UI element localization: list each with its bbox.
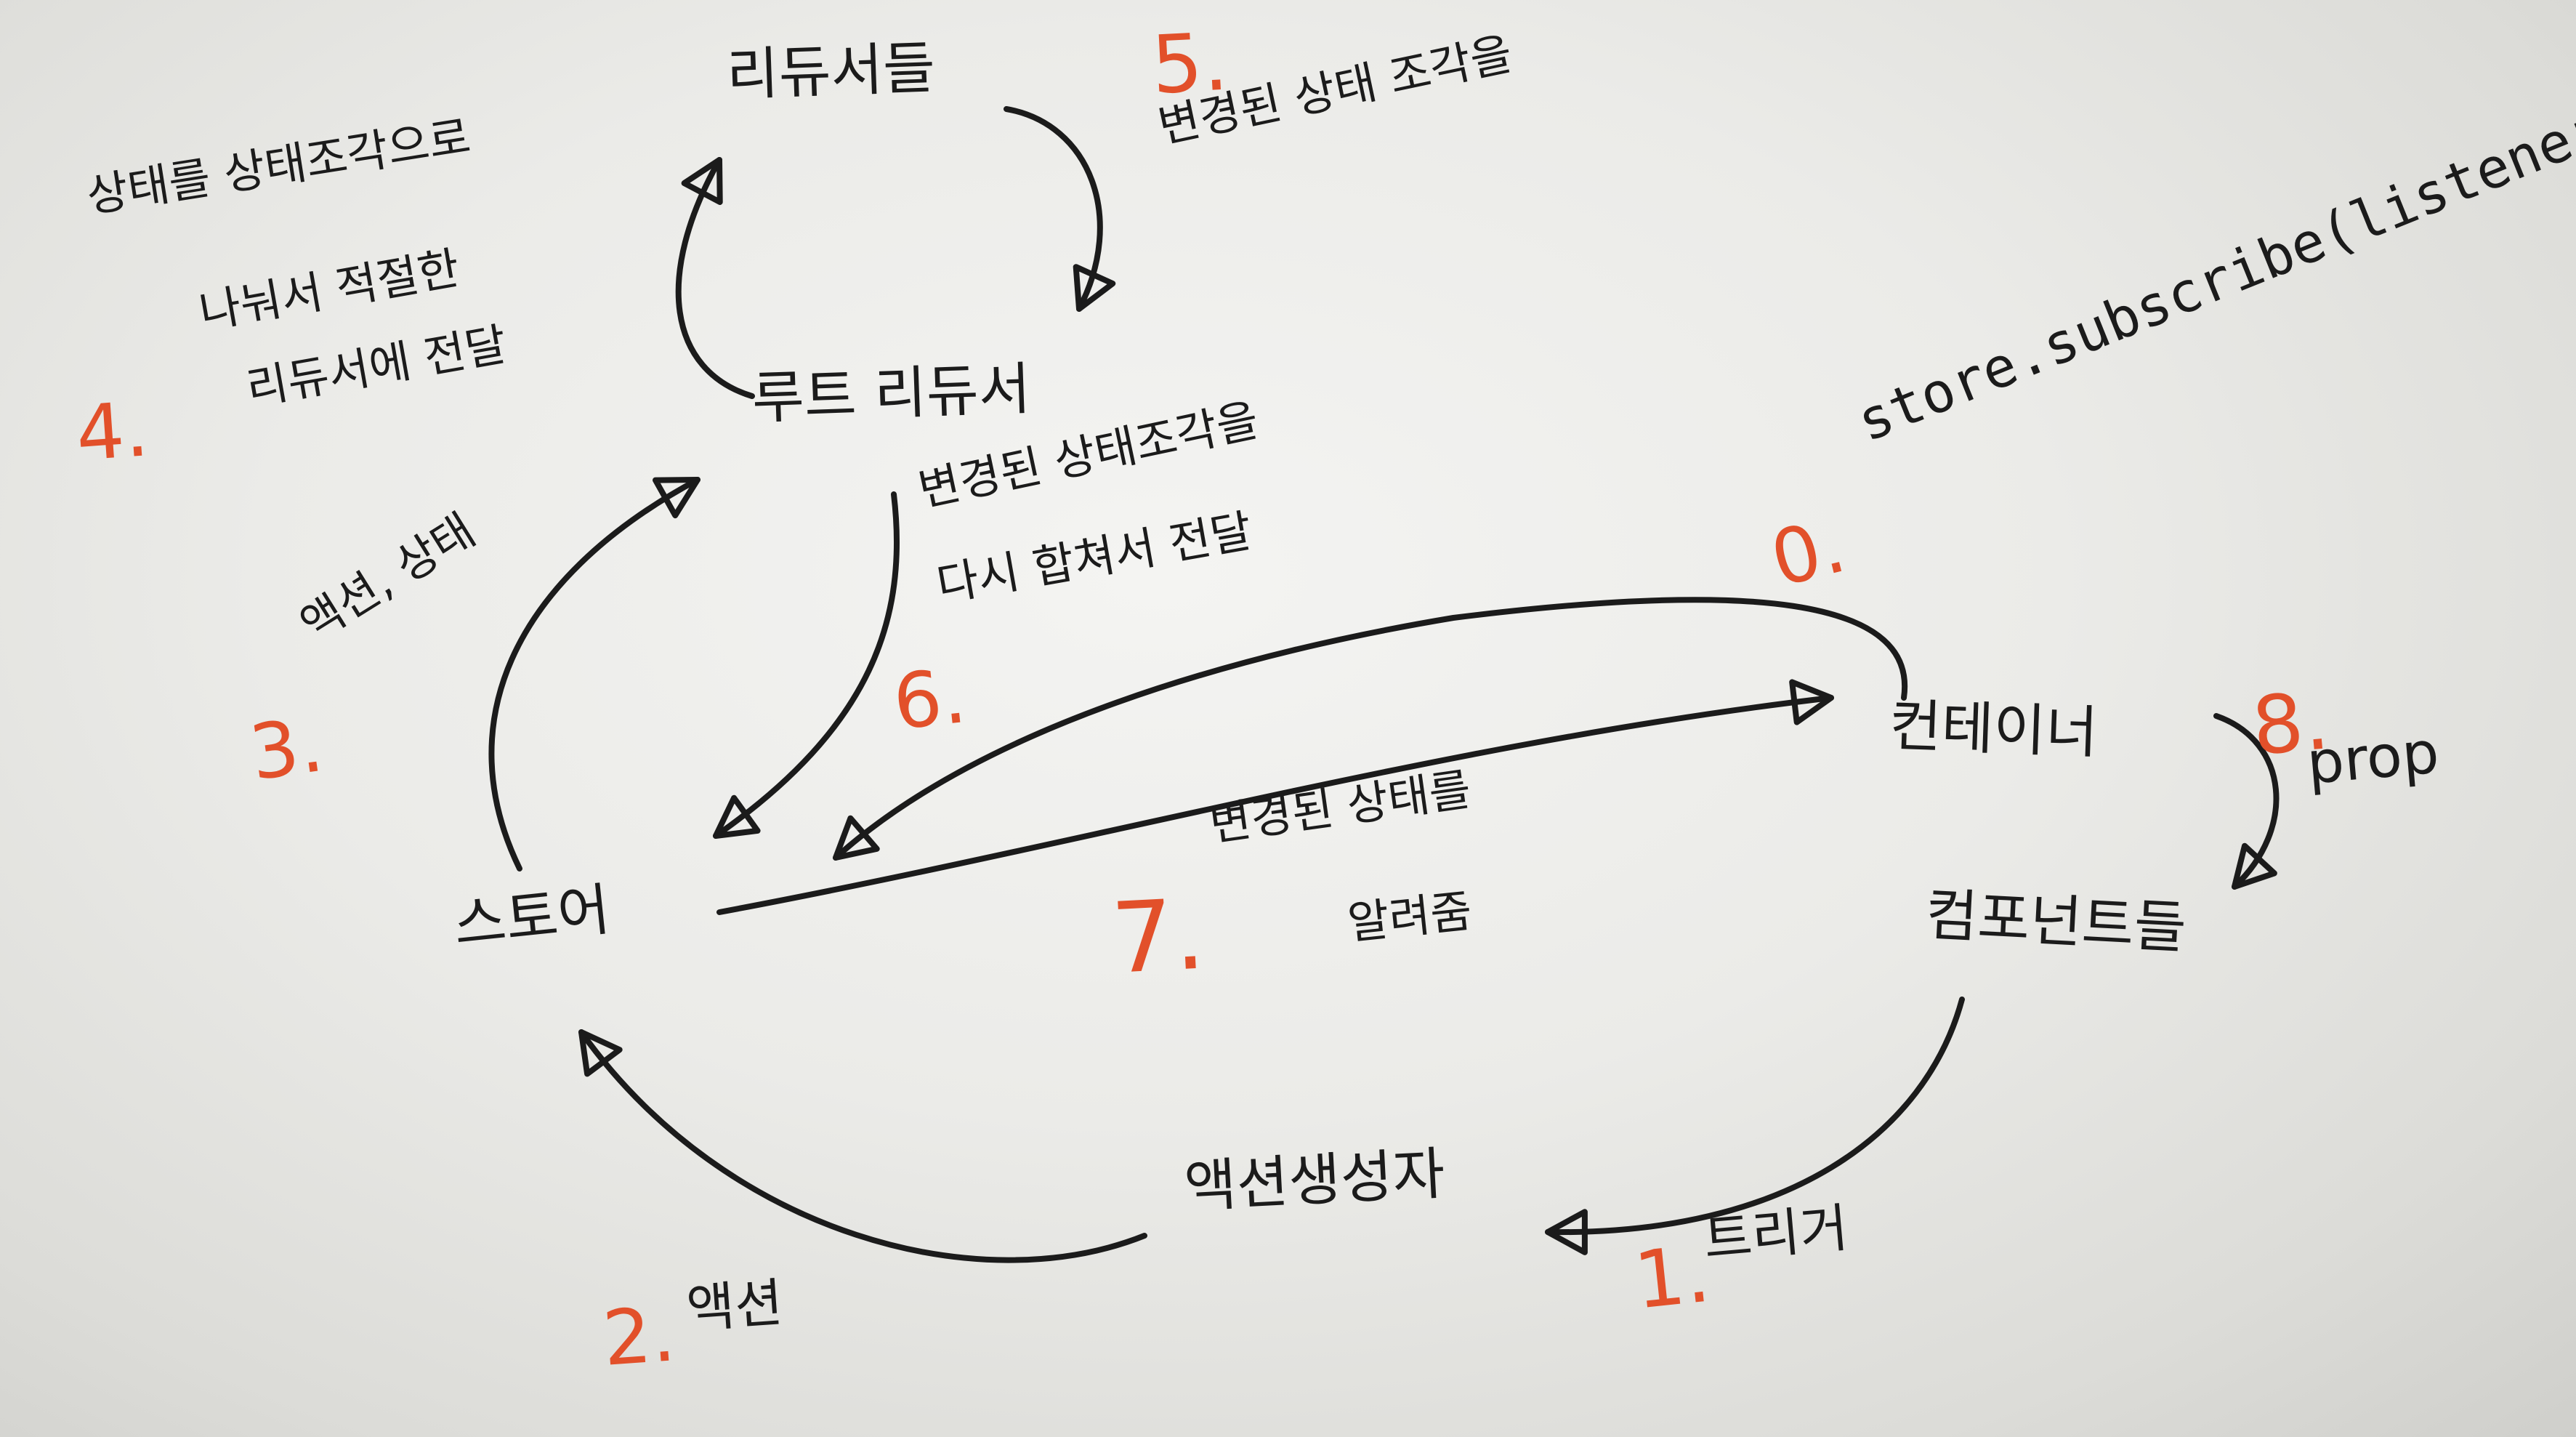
step-1-text: 트리거 (1701, 1196, 1851, 1271)
arrow-container-to-components-head (2232, 842, 2277, 890)
arrow-reducers-to-root-reducer-head (1073, 264, 1116, 312)
node-container: 컨테이너 (1888, 693, 2099, 766)
arrow-subscribe-to-container (833, 597, 1908, 861)
arrow-action-creator-to-store (578, 1029, 1147, 1263)
arrow-store-to-container (716, 695, 1834, 915)
step-2-text: 액션 (685, 1271, 786, 1340)
arrow-store-to-container-head (1789, 679, 1834, 725)
node-reducers: 리듀서들 (725, 36, 937, 108)
arrow-store-to-root-reducer (488, 477, 700, 872)
arrow-components-to-action-creator (1545, 997, 1965, 1236)
step-8-text: prop (2304, 718, 2442, 797)
arrow-root-reducer-to-store-head (713, 794, 761, 839)
arrow-subscribe-to-container-head (833, 815, 880, 861)
step-7-number: 7. (1108, 877, 1208, 996)
arrow-action-creator-to-store-head (578, 1029, 623, 1077)
node-action-creator: 액션생성자 (1182, 1141, 1447, 1220)
arrow-root-reducer-to-reducers (675, 157, 755, 399)
arrow-root-reducer-to-store (713, 491, 900, 839)
arrow-container-to-components (2213, 713, 2280, 890)
step-6-number: 6. (889, 651, 971, 747)
arrow-components-to-action-creator-head (1545, 1209, 1588, 1255)
arrow-store-to-root-reducer-head (653, 477, 700, 519)
step-4-number: 4. (73, 385, 152, 478)
step-2-number: 2. (599, 1289, 679, 1383)
step-1-number: 1. (1630, 1228, 1714, 1327)
arrow-root-reducer-to-reducers-head (681, 157, 723, 205)
arrow-reducers-to-root-reducer (1004, 106, 1103, 312)
node-root-reducer: 루트 리듀서 (751, 356, 1032, 432)
node-components: 컴포넌트들 (1923, 882, 2188, 962)
step-3-number: 3. (244, 699, 328, 798)
